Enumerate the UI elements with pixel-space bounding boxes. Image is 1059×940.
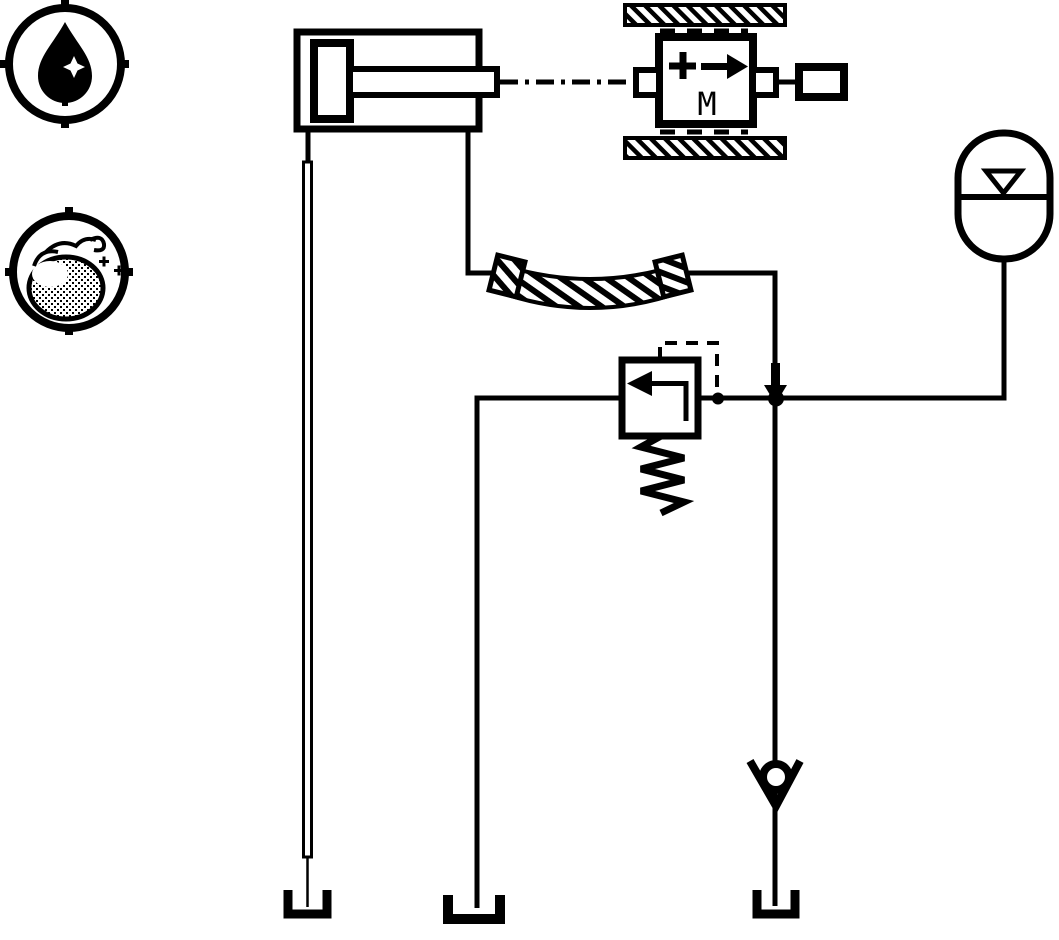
pilot-line — [658, 341, 719, 392]
gas-triangle-icon — [980, 168, 1027, 198]
apple-stem-leaves — [32, 235, 107, 267]
plus-direction-icon — [669, 52, 696, 79]
piston-rod — [347, 66, 500, 98]
ring-notches — [0, 0, 129, 128]
stop-block[interactable] — [776, 63, 848, 101]
tank-right[interactable] — [752, 890, 800, 919]
spring-icon — [631, 432, 695, 517]
apple-icon[interactable] — [5, 207, 133, 335]
pipe-relief-valve-to-tank[interactable] — [474, 395, 622, 908]
flexible-hose[interactable] — [486, 252, 694, 310]
mass-load[interactable]: M — [623, 3, 787, 160]
sparkle-plus-icons — [99, 256, 124, 276]
guide-rail-top — [623, 3, 787, 27]
apple-highlight — [32, 261, 68, 287]
tank-left[interactable] — [283, 890, 332, 919]
valve-flow-arrow-icon — [627, 371, 689, 421]
mass-label: M — [697, 85, 716, 123]
check-valve[interactable] — [746, 758, 804, 815]
pipe-cylinder-right-to-hose[interactable] — [465, 130, 499, 276]
drop-shape — [38, 22, 92, 103]
pipes — [302, 130, 1007, 908]
right-arrow-icon — [701, 54, 748, 79]
pilot-junction-dot — [712, 392, 724, 405]
pipe-junction-to-accumulator[interactable] — [698, 257, 1007, 401]
pressure-relief-valve[interactable] — [618, 341, 719, 517]
hose-left-fitting — [486, 252, 528, 300]
hose-right-fitting — [652, 252, 694, 300]
ring-notches — [5, 207, 133, 335]
stop-body — [795, 63, 848, 101]
tank-middle[interactable] — [443, 895, 505, 924]
hydraulic-fluid-drop-icon[interactable] — [0, 0, 129, 128]
pipe-cylinder-left-to-tank[interactable] — [302, 130, 313, 907]
valve-ball — [759, 760, 793, 794]
double-line-pipe — [302, 160, 313, 859]
cylinder-piston — [310, 39, 354, 123]
guide-rail-bottom — [623, 136, 787, 160]
mass-right-coupling — [750, 67, 779, 98]
hose-band — [497, 261, 683, 310]
drop-tip — [62, 101, 68, 106]
mass-left-coupling — [633, 67, 662, 98]
hydraulic-cylinder[interactable] — [293, 28, 500, 133]
pipe-hose-to-check-valve[interactable] — [680, 270, 778, 906]
accumulator[interactable] — [954, 129, 1054, 263]
sparkle-icon — [63, 56, 85, 78]
flow-arrow-down-icon — [764, 363, 787, 404]
